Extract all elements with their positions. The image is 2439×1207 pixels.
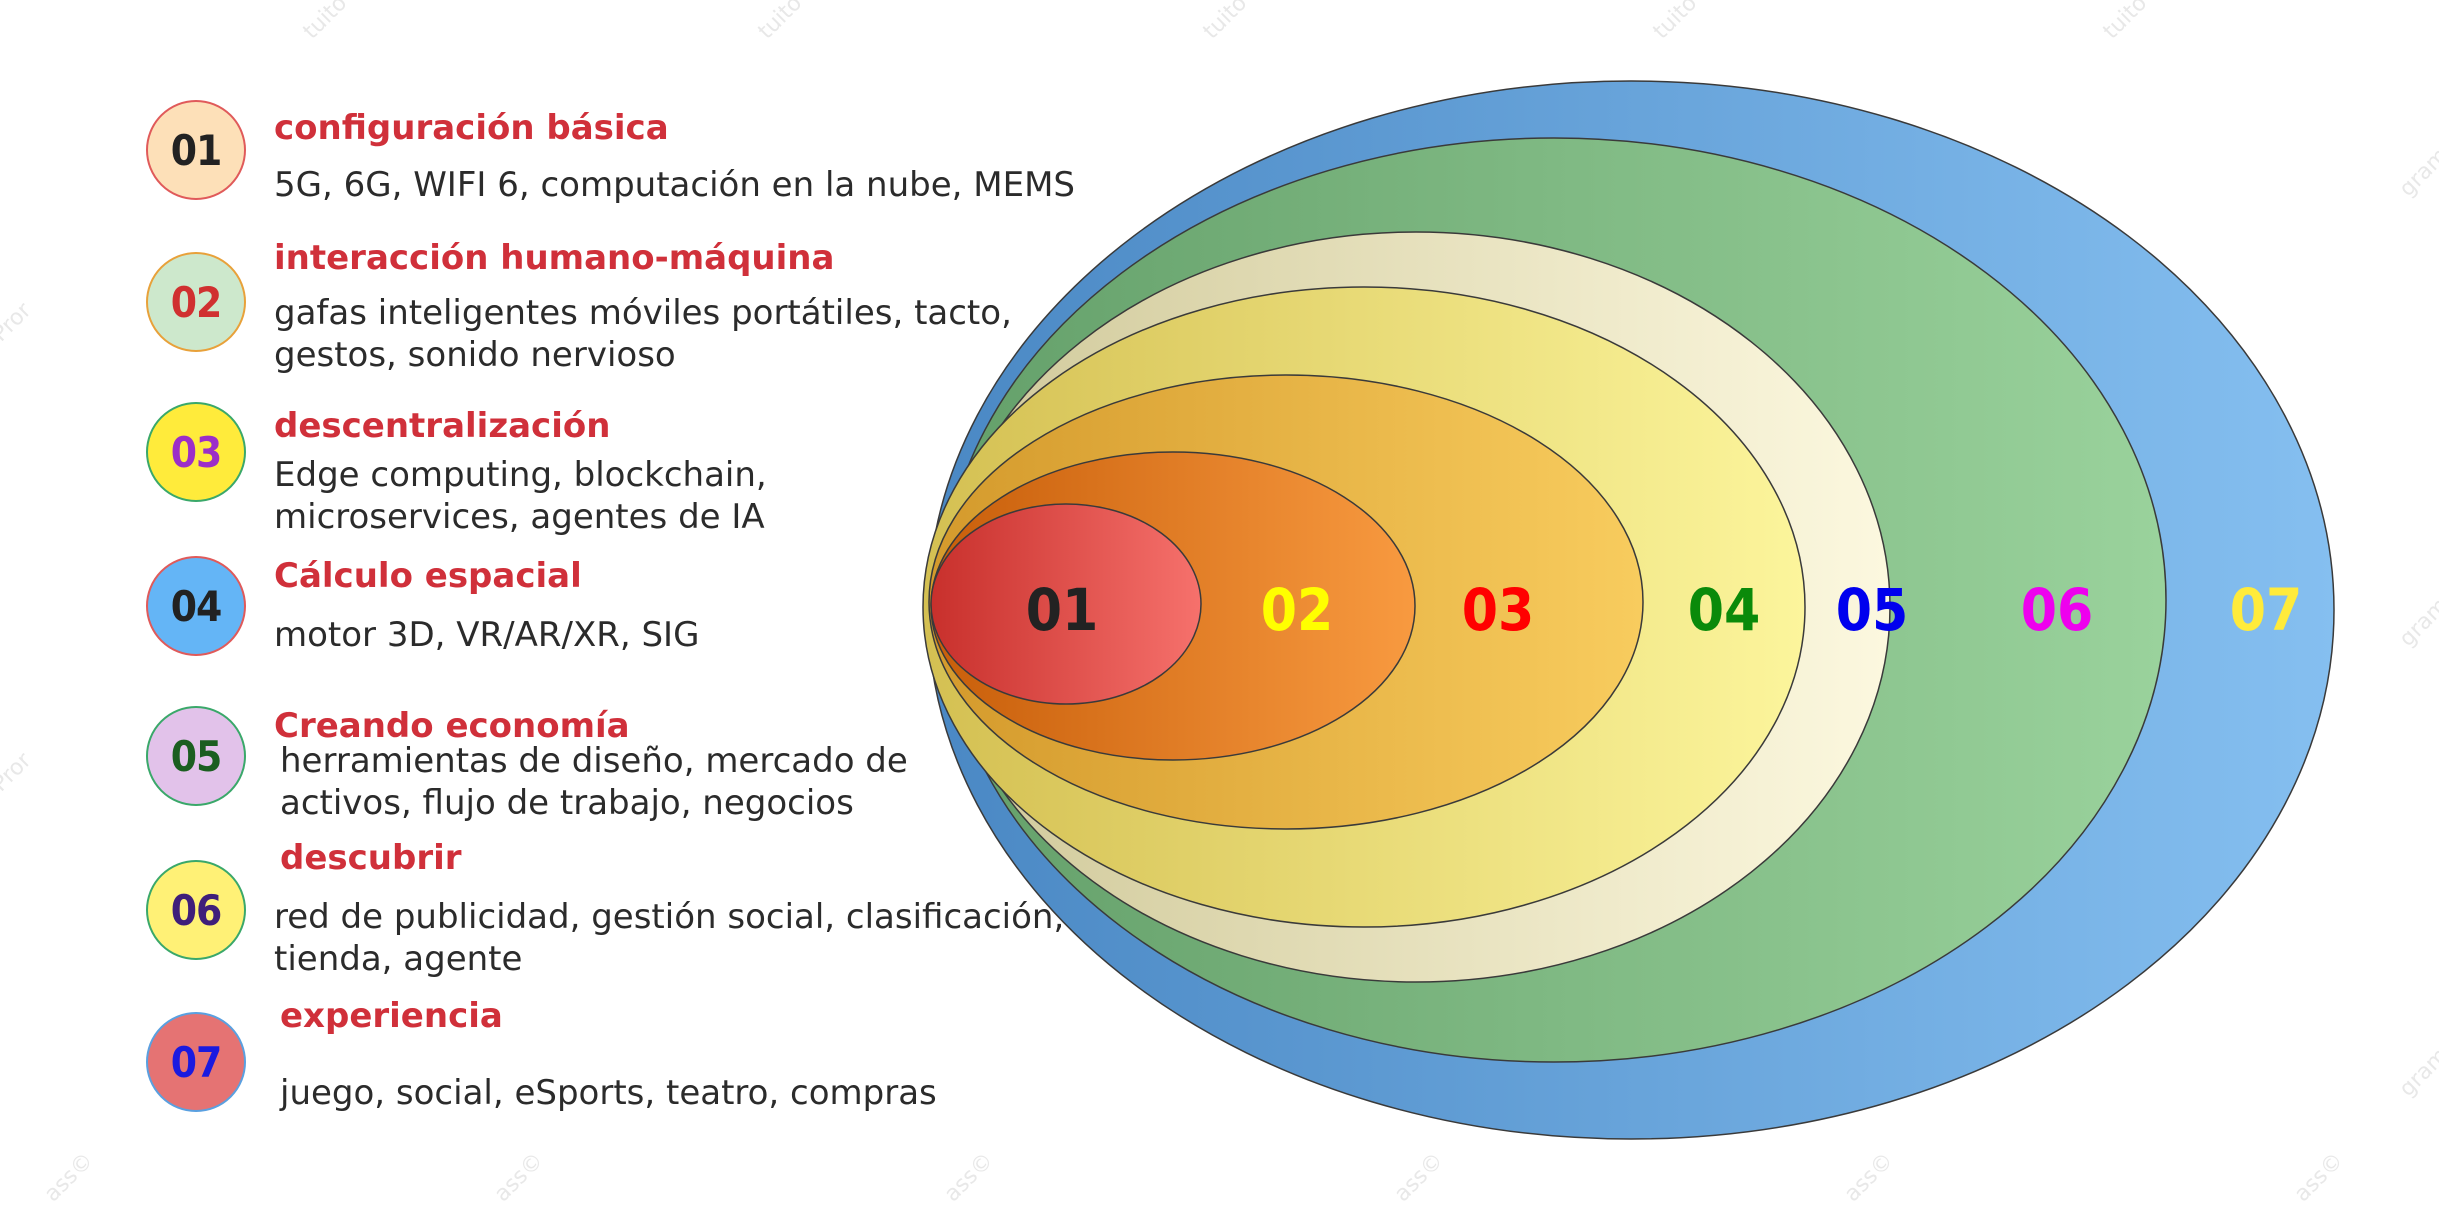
number-badge: 05 [146, 706, 246, 806]
list-item: 07 experiencia juego, social, eSports, t… [0, 996, 1060, 1172]
number-badge: 01 [146, 100, 246, 200]
list-item: 03 descentralización Edge computing, blo… [0, 402, 1060, 562]
item-description: 5G, 6G, WIFI 6, computación en la nube, … [274, 164, 1075, 206]
item-title: Cálculo espacial [274, 556, 582, 596]
description-line: microservices, agentes de IA [274, 497, 765, 537]
ring-label-06: 06 [2021, 576, 2094, 644]
description-line: gafas inteligentes móviles portátiles, t… [274, 293, 1012, 333]
description-line: Edge computing, blockchain, [274, 455, 767, 495]
ring-label-07: 07 [2230, 576, 2303, 644]
badge-number: 07 [170, 1037, 223, 1087]
item-title: descentralización [274, 406, 611, 446]
item-description: red de publicidad, gestión social, clasi… [274, 896, 1064, 980]
item-title: interacción humano-máquina [274, 238, 835, 278]
description-line: activos, flujo de trabajo, negocios [280, 783, 854, 823]
item-title: experiencia [280, 996, 503, 1036]
number-badge: 03 [146, 402, 246, 502]
description-line: juego, social, eSports, teatro, compras [280, 1073, 937, 1113]
item-description: motor 3D, VR/AR/XR, SIG [274, 614, 699, 656]
description-line: 5G, 6G, WIFI 6, computación en la nube, … [274, 165, 1075, 205]
number-badge: 06 [146, 860, 246, 960]
item-description: gafas inteligentes móviles portátiles, t… [274, 292, 1012, 376]
ring-label-05: 05 [1836, 576, 1909, 644]
list-item: 01 configuración básica 5G, 6G, WIFI 6, … [0, 100, 1075, 260]
item-description: juego, social, eSports, teatro, compras [280, 1072, 937, 1114]
item-description: herramientas de diseño, mercado de activ… [280, 740, 908, 824]
badge-number: 06 [170, 885, 223, 935]
badge-number: 02 [170, 277, 223, 327]
description-line: tienda, agente [274, 939, 523, 979]
item-title: Creando economía [274, 706, 630, 746]
list-item: 04 Cálculo espacial motor 3D, VR/AR/XR, … [0, 556, 1060, 716]
item-title: configuración básica [274, 108, 669, 148]
item-title: descubrir [280, 838, 462, 878]
badge-number: 04 [170, 581, 223, 631]
ring-label-04: 04 [1688, 576, 1761, 644]
list-item: 05 Creando economía herramientas de dise… [0, 706, 1060, 866]
description-line: gestos, sonido nervioso [274, 335, 676, 375]
description-line: red de publicidad, gestión social, clasi… [274, 897, 1065, 937]
ring-label-03: 03 [1462, 576, 1535, 644]
badge-number: 03 [170, 427, 223, 477]
ring-label-02: 02 [1261, 576, 1334, 644]
number-badge: 04 [146, 556, 246, 656]
ring-label-01: 01 [1026, 576, 1099, 644]
list-item: 06 descubrir red de publicidad, gestión … [0, 838, 1064, 1020]
description-line: motor 3D, VR/AR/XR, SIG [274, 615, 700, 655]
description-line: herramientas de diseño, mercado de [280, 741, 908, 781]
list-item: 02 interacción humano-máquina gafas inte… [0, 238, 1060, 410]
badge-number: 05 [170, 731, 223, 781]
number-badge: 02 [146, 252, 246, 352]
number-badge: 07 [146, 1012, 246, 1112]
badge-number: 01 [170, 125, 223, 175]
layer-ellipse-1 [930, 503, 1202, 705]
item-description: Edge computing, blockchain, microservice… [274, 454, 767, 538]
